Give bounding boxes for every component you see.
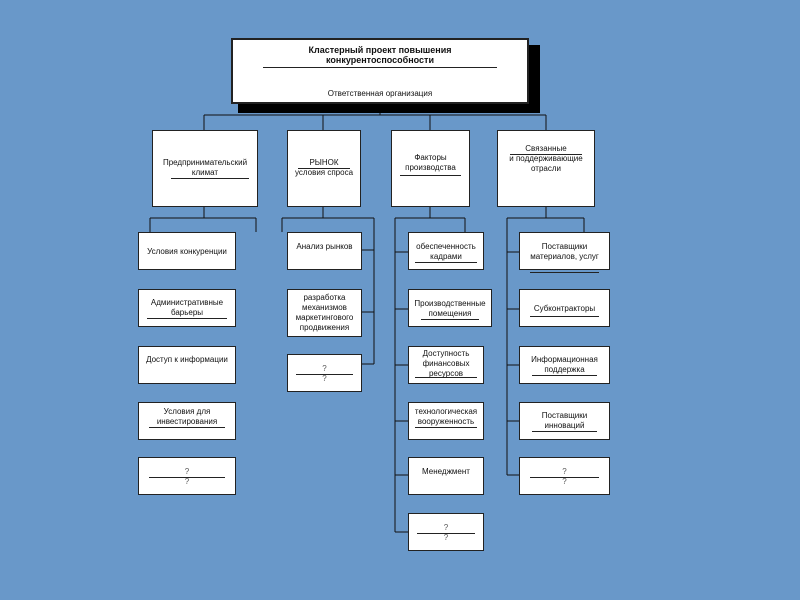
item-label: Субконтракторы xyxy=(533,304,596,313)
item-label: технологическая вооруженность xyxy=(414,407,478,426)
item-placeholder: ? ? xyxy=(138,457,236,495)
item-label: Информационная поддержка xyxy=(531,355,598,374)
item-underline xyxy=(415,262,477,263)
item-label: Менеджмент xyxy=(422,467,470,476)
item-label: Условия для инвестирования xyxy=(156,407,218,426)
item-financial-resources: Доступность финансовых ресурсов xyxy=(408,346,484,384)
item-investment-conditions: Условия для инвестирования xyxy=(138,402,236,440)
item-label: Поставщики инноваций xyxy=(541,411,588,430)
category-label: Связанные и поддерживающие отрасли xyxy=(509,144,583,173)
item-marketing-mechanisms: разработка механизмов маркетингового про… xyxy=(287,289,362,337)
category-underline xyxy=(510,154,582,155)
category-label: Предпринимательский климат xyxy=(162,158,248,177)
item-label: ? ? xyxy=(443,523,449,542)
category-related-industries: Связанные и поддерживающие отрасли xyxy=(497,130,595,207)
top-title: Кластерный проект повышения конкурентосп… xyxy=(308,45,452,65)
item-competition-conditions: Условия конкуренции xyxy=(138,232,236,270)
item-placeholder: ? ? xyxy=(408,513,484,551)
category-label: РЫНОК условия спроса xyxy=(294,158,354,177)
item-placeholder: ? ? xyxy=(287,354,362,392)
item-placeholder: ? ? xyxy=(519,457,610,495)
item-underline xyxy=(530,477,599,478)
item-underline xyxy=(532,375,597,376)
item-information-support: Информационная поддержка xyxy=(519,346,610,384)
item-label: ? ? xyxy=(184,467,190,486)
item-label: ? ? xyxy=(322,364,327,383)
item-production-premises: Производственные помещения xyxy=(408,289,492,327)
item-label: Доступ к информации xyxy=(146,355,228,364)
top-title-underline xyxy=(263,67,497,68)
item-subcontractors: Субконтракторы xyxy=(519,289,610,327)
item-management: Менеджмент xyxy=(408,457,484,495)
item-label: ? ? xyxy=(562,467,567,486)
category-production-factors: Факторы производства xyxy=(391,130,470,207)
item-label: обеспеченность кадрами xyxy=(416,242,476,261)
item-underline xyxy=(532,431,597,432)
category-underline xyxy=(400,175,461,176)
item-underline xyxy=(417,533,475,534)
item-underline xyxy=(296,374,353,375)
item-market-analysis: Анализ рынков xyxy=(287,232,362,270)
item-information-access: Доступ к информации xyxy=(138,346,236,384)
item-administrative-barriers: Административные барьеры xyxy=(138,289,236,327)
category-underline xyxy=(171,178,249,179)
item-staffing: обеспеченность кадрами xyxy=(408,232,484,270)
top-subtitle: Ответственная организация xyxy=(327,89,433,98)
item-underline xyxy=(421,319,479,320)
item-underline xyxy=(415,377,477,378)
top-box: Кластерный проект повышения конкурентосп… xyxy=(231,38,529,104)
item-underline xyxy=(149,427,225,428)
item-underline xyxy=(530,316,599,317)
item-label: разработка механизмов маркетингового про… xyxy=(295,293,354,332)
item-label: Условия конкуренции xyxy=(147,247,227,256)
category-market: РЫНОК условия спроса xyxy=(287,130,361,207)
item-technological-equipment: технологическая вооруженность xyxy=(408,402,484,440)
item-label: Анализ рынков xyxy=(296,242,353,251)
item-innovation-suppliers: Поставщики инноваций xyxy=(519,402,610,440)
item-underline xyxy=(149,477,225,478)
category-underline xyxy=(298,168,350,169)
item-underline xyxy=(530,272,599,273)
item-material-suppliers: Поставщики материалов, услуг xyxy=(519,232,610,273)
item-label: Доступность финансовых ресурсов xyxy=(422,349,470,378)
item-underline xyxy=(415,427,477,428)
item-label: Поставщики материалов, услуг xyxy=(530,242,599,261)
category-entrepreneurial-climate: Предпринимательский климат xyxy=(152,130,258,207)
category-label: Факторы производства xyxy=(405,153,456,172)
item-label: Производственные помещения xyxy=(414,299,486,318)
item-underline xyxy=(147,318,227,319)
item-label: Административные барьеры xyxy=(150,298,224,317)
